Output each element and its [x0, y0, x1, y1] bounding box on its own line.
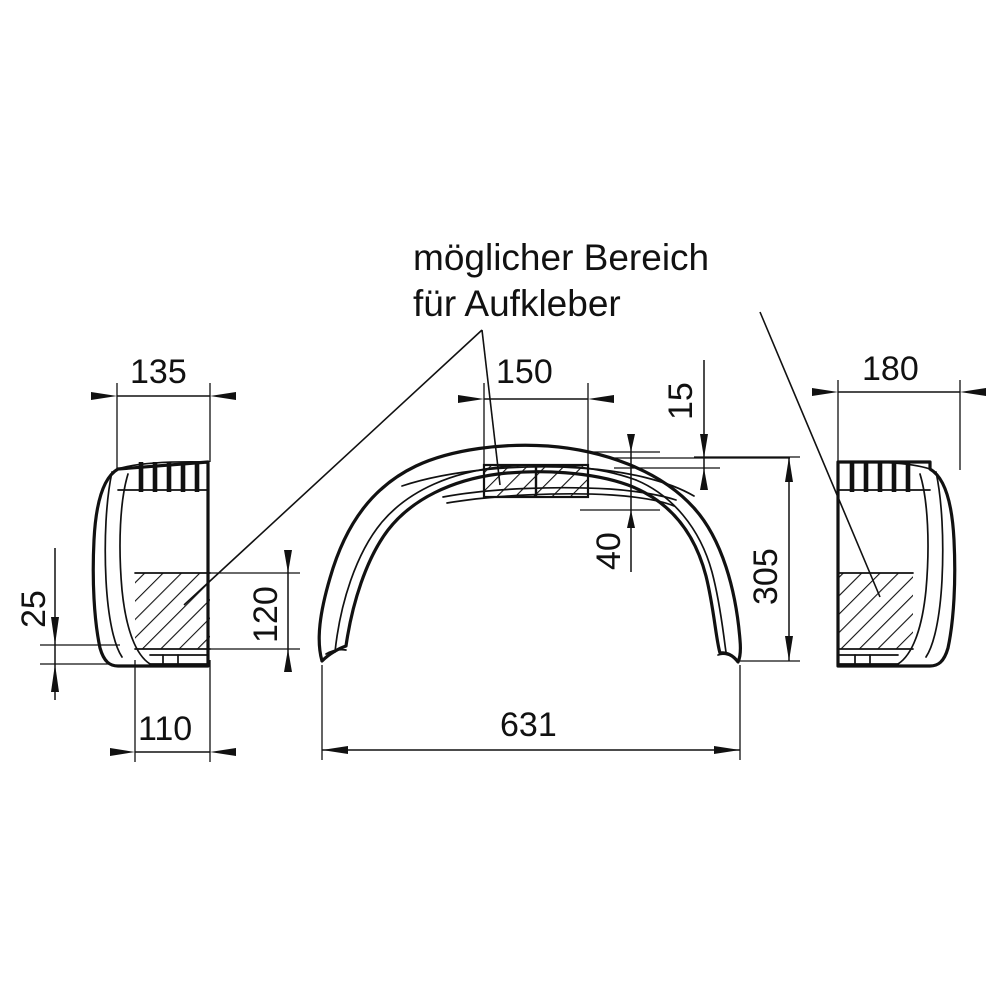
center-view-right-tip-inner [717, 653, 737, 660]
dimension-631: 631 [321, 665, 741, 760]
dimension-label-631: 631 [500, 706, 557, 744]
left-view-foot-notch [162, 654, 179, 665]
center-view-left-tip-inner [325, 648, 347, 655]
center-view-sticker-area [482, 463, 590, 499]
dimension-25: 25 [15, 548, 120, 700]
arrow-631-right [714, 746, 740, 754]
right-view-foot-notch [854, 654, 871, 665]
arrow-15-top [700, 434, 708, 458]
arrow-180-right [960, 388, 986, 396]
leader-to-center-view [481, 329, 501, 486]
arrow-110-left [110, 748, 135, 756]
dimension-label-180: 180 [862, 350, 919, 388]
dimension-15: 15 [610, 360, 790, 490]
right-view-sticker-area [838, 573, 913, 649]
right-view [836, 460, 957, 668]
annotation-line-1: möglicher Bereich [413, 237, 709, 278]
dimension-label-40: 40 [590, 532, 628, 570]
dimension-135: 135 [91, 353, 236, 470]
arrow-40-top [627, 434, 635, 452]
dimension-40: 40 [580, 434, 660, 572]
arrow-110-right [210, 748, 236, 756]
dimension-150: 150 [458, 353, 614, 470]
right-view-rib-group [849, 462, 911, 492]
dimension-label-15: 15 [662, 382, 700, 420]
arrow-150-left [458, 395, 484, 403]
right-view-rear-lip-inner [925, 471, 944, 658]
arrow-15-bottom [700, 468, 708, 490]
left-view-top-inner-edge [117, 460, 209, 470]
left-view-rib-group [138, 462, 200, 492]
dimension-label-25: 25 [15, 590, 53, 628]
left-view-front-face-crease [119, 473, 151, 665]
dimension-120: 120 [210, 550, 300, 672]
leader-to-left-view [183, 329, 483, 606]
dimension-label-110: 110 [138, 710, 192, 748]
dimension-110: 110 [110, 660, 236, 762]
right-view-top-inner-edge [837, 460, 931, 470]
leader-to-right-view [759, 311, 881, 598]
arrow-135-left [91, 392, 117, 400]
dimension-label-305: 305 [747, 548, 785, 605]
arrow-40-bottom [627, 510, 635, 528]
arrow-631-left [322, 746, 348, 754]
sticker-area-annotation: möglicher Bereich für Aufkleber [413, 237, 709, 324]
dimension-label-135: 135 [130, 353, 187, 391]
arrow-135-right [210, 392, 236, 400]
left-view-front-lip-inner [104, 471, 123, 658]
arrow-305-bottom [785, 636, 793, 661]
arrow-25-top [51, 617, 59, 645]
arrow-120-bottom [284, 649, 292, 672]
left-view [91, 460, 211, 668]
arrow-120-top [284, 550, 292, 573]
arrow-25-bottom [51, 664, 59, 692]
dimension-180: 180 [812, 350, 986, 470]
arrow-150-right [588, 395, 614, 403]
arrow-180-left [812, 388, 838, 396]
left-view-body-outline [91, 460, 210, 668]
right-view-rear-face-crease [897, 473, 929, 665]
right-view-body-outline [836, 460, 957, 668]
dimension-label-120: 120 [247, 586, 285, 643]
center-view [317, 443, 742, 664]
annotation-line-2: für Aufkleber [413, 283, 621, 324]
left-view-sticker-area [135, 573, 210, 649]
dimension-label-150: 150 [496, 353, 553, 391]
arrow-305-top [785, 457, 793, 482]
annotation-leader-lines [183, 311, 881, 606]
dimension-305: 305 [694, 456, 800, 662]
